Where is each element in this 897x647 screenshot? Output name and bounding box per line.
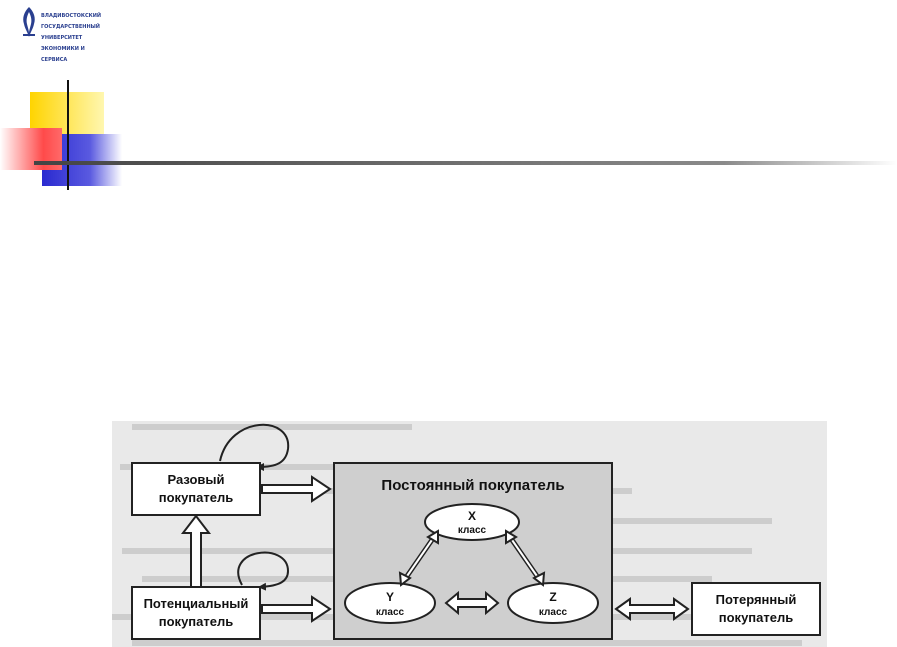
- logo-line: УНИВЕРСИТЕТ: [41, 34, 83, 41]
- one-time-to-permanent-arrow: [261, 475, 332, 503]
- x-y-double-arrow: [398, 529, 439, 587]
- emblem-icon: [23, 7, 35, 37]
- z-letter: Z: [549, 590, 556, 604]
- decorative-header: [0, 80, 897, 190]
- permanent-lost-double-arrow: [614, 597, 690, 621]
- x-z-double-arrow: [505, 529, 546, 587]
- one-time-label-2: покупатель: [159, 490, 233, 505]
- z-class-ellipse: [507, 582, 599, 624]
- potential-label-1: Потенциальный: [144, 596, 249, 611]
- x-class-ellipse: [424, 503, 520, 541]
- lost-label-2: покупатель: [719, 610, 793, 625]
- logo-line: ВЛАДИВОСТОКСКИЙ: [41, 12, 102, 19]
- logo-line: ЭКОНОМИКИ И: [41, 46, 85, 53]
- y-class-label: класс: [376, 607, 405, 618]
- potential-buyer-box: [131, 586, 261, 640]
- university-logo: ВЛАДИВОСТОКСКИЙ ГОСУДАРСТВЕННЫЙ УНИВЕРСИ…: [20, 6, 110, 63]
- x-class-label: класс: [458, 525, 487, 536]
- one-time-label-1: Разовый: [167, 472, 224, 487]
- potential-loop-arrow: [237, 551, 290, 591]
- y-letter: Y: [386, 590, 394, 604]
- y-class-ellipse: [344, 582, 436, 624]
- potential-to-one-time-arrow: [180, 514, 212, 588]
- horizontal-rule: [34, 161, 897, 165]
- logo-line: СЕРВИСА: [41, 57, 68, 64]
- logo-text: ВЛАДИВОСТОКСКИЙ ГОСУДАРСТВЕННЫЙ УНИВЕРСИ…: [41, 8, 111, 70]
- customer-diagram: Разовый покупатель Потенциальный покупат…: [112, 424, 821, 646]
- permanent-title: Постоянный покупатель: [381, 477, 564, 494]
- lost-buyer-box: [691, 582, 821, 636]
- x-letter: X: [468, 509, 476, 523]
- lost-label-1: Потерянный: [716, 592, 797, 607]
- z-class-label: класс: [539, 607, 568, 618]
- potential-label-2: покупатель: [159, 614, 233, 629]
- y-z-double-arrow: [444, 590, 500, 616]
- one-time-loop-arrow: [219, 424, 290, 471]
- one-time-buyer-box: [131, 462, 261, 516]
- potential-to-permanent-arrow: [261, 595, 332, 623]
- logo-line: ГОСУДАРСТВЕННЫЙ: [41, 23, 100, 30]
